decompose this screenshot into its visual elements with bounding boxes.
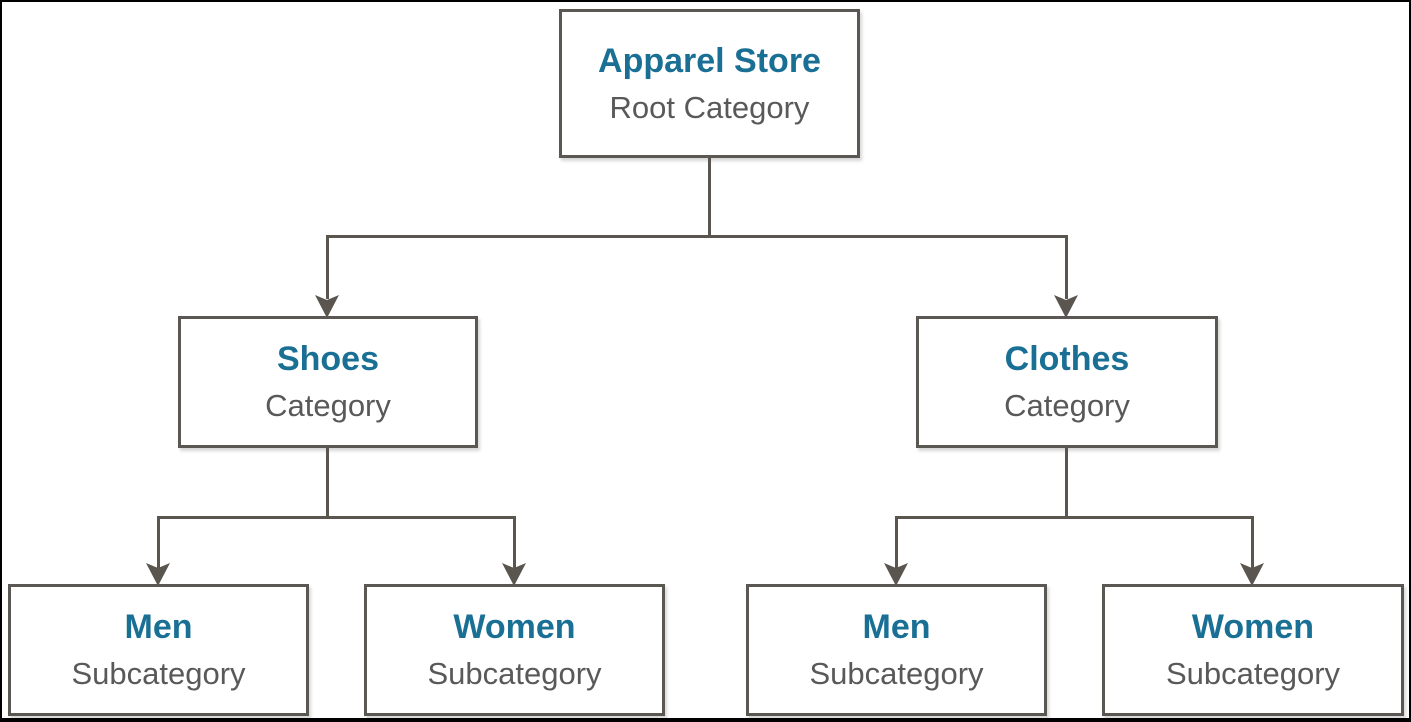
connector-drop-women-clothes (1251, 516, 1254, 568)
node-clothes: Clothes Category (916, 316, 1218, 448)
connector-drop-clothes (1065, 235, 1068, 299)
node-apparel-store: Apparel Store Root Category (559, 9, 860, 158)
node-title: Men (862, 608, 931, 646)
node-subtitle: Subcategory (71, 656, 246, 691)
connector-root-stem (708, 158, 711, 238)
node-subtitle: Subcategory (809, 656, 984, 691)
connector-clothes-stem (1065, 448, 1068, 519)
node-subtitle: Subcategory (427, 656, 602, 691)
connector-drop-shoes (326, 235, 329, 299)
node-title: Women (1191, 608, 1315, 646)
node-men-clothes: Men Subcategory (746, 584, 1047, 716)
node-subtitle: Category (1004, 388, 1130, 423)
node-shoes: Shoes Category (178, 316, 478, 448)
node-subtitle: Root Category (609, 89, 810, 125)
connector-clothes-crossbar (895, 516, 1254, 519)
connector-root-crossbar (326, 235, 1068, 238)
connector-drop-men-shoes (157, 516, 160, 568)
connector-shoes-crossbar (157, 516, 516, 519)
connector-drop-women-shoes (513, 516, 516, 568)
node-title: Men (124, 608, 193, 646)
node-title: Women (453, 608, 576, 646)
node-title: Clothes (1004, 340, 1130, 378)
node-men-shoes: Men Subcategory (8, 584, 309, 716)
node-subtitle: Category (265, 388, 391, 423)
node-subtitle: Subcategory (1165, 656, 1341, 691)
node-women-shoes: Women Subcategory (364, 584, 665, 716)
connector-shoes-stem (326, 448, 329, 519)
node-title: Apparel Store (598, 41, 821, 80)
node-title: Shoes (276, 340, 380, 378)
node-women-clothes: Women Subcategory (1102, 584, 1404, 716)
connector-drop-men-clothes (895, 516, 898, 568)
